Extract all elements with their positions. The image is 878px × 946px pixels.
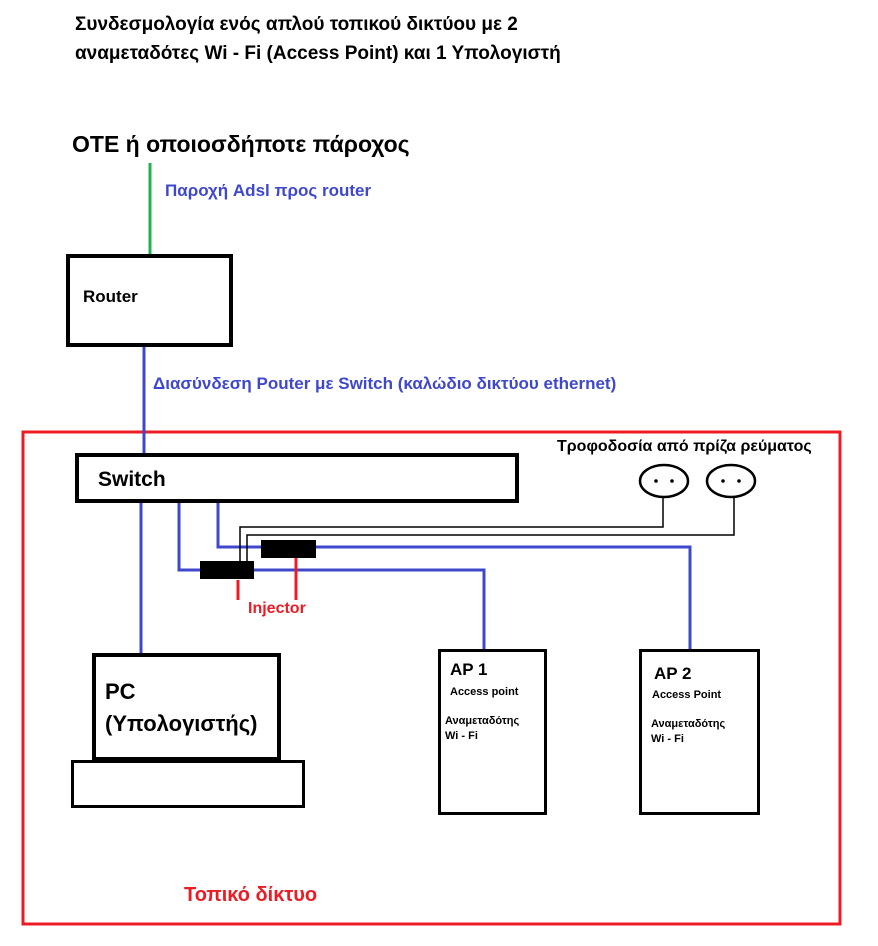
router-switch-label: Διασύνδεση Pouter με Switch (καλώδιο δικ… [153, 374, 617, 393]
ap2-title: AP 2 [654, 664, 692, 683]
switch-box: Switch [75, 453, 519, 503]
injector-2 [261, 540, 316, 558]
ap1-description-line-1: Αναμεταδότης [445, 715, 520, 727]
router-label: Router [83, 287, 138, 306]
isp-label: ΟΤΕ ή οποιοσδήποτε πάροχος [72, 131, 410, 157]
power-wire-2 [246, 498, 735, 562]
ap1-subtitle: Access point [450, 686, 519, 698]
pc-monitor: PC (Υπολογιστής) [92, 653, 281, 761]
pc-label-line-2: (Υπολογιστής) [105, 711, 258, 736]
ap1-box: AP 1 Access point Αναμεταδότης Wi - Fi [438, 649, 547, 815]
injector-1 [200, 561, 254, 579]
diagram-title-line-1: Συνδεσμολογία ενός απλού τοπικού δικτύου… [75, 14, 518, 35]
lan-boundary [21, 430, 842, 926]
ap1-title: AP 1 [450, 660, 488, 679]
ap2-subtitle: Access Point [652, 689, 722, 701]
lan-label: Τοπικό δίκτυο [184, 884, 318, 906]
switch-ap2-cable [216, 502, 692, 651]
power-label: Τροφοδοσία από πρίζα ρεύματος [557, 438, 812, 455]
power-wire-1 [239, 498, 664, 562]
ap2-box: AP 2 Access Point Αναμεταδότης Wi - Fi [639, 649, 760, 815]
injector-label: Injector [248, 600, 306, 617]
switch-ap1-cable [177, 502, 486, 651]
power-outlet-1 [638, 463, 690, 499]
pc-label-line-1: PC [105, 679, 136, 704]
ap2-description-line-1: Αναμεταδότης [651, 718, 726, 730]
adsl-label: Παροχή Adsl προς router [165, 181, 372, 200]
diagram-title-line-2: αναμεταδότες Wi - Fi (Access Point) και … [75, 43, 561, 64]
ap1-description-line-2: Wi - Fi [445, 730, 478, 742]
power-outlet-2 [705, 463, 757, 499]
router-box: Router [66, 254, 233, 347]
switch-label: Switch [98, 468, 166, 491]
ap2-description-line-2: Wi - Fi [651, 733, 684, 745]
pc-base [71, 760, 305, 808]
